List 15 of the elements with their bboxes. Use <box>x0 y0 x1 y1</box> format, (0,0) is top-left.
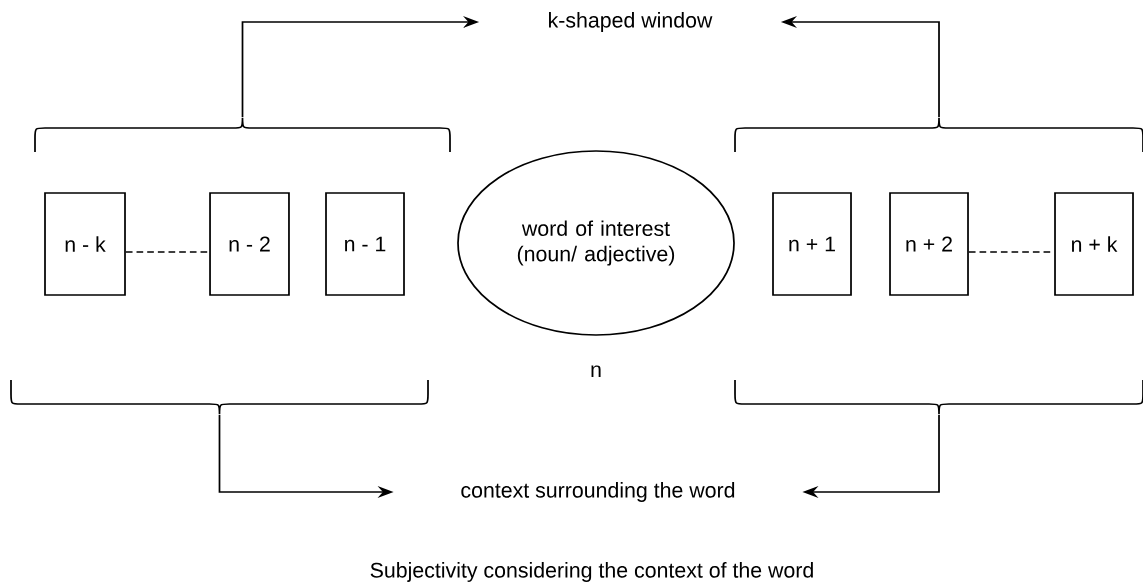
curly-brace <box>34 117 451 153</box>
beside-label: n <box>591 365 601 377</box>
label-text: k-shaped window <box>549 12 713 32</box>
curly-brace <box>734 117 1143 153</box>
word-box: n + k <box>1054 192 1134 296</box>
curly-brace <box>734 379 1143 415</box>
word-box: n - 2 <box>209 192 290 296</box>
caption: Subjectivity considering the context of the word <box>370 562 813 582</box>
word-box: n + 1 <box>772 192 852 296</box>
label-text: context surrounding the word <box>461 482 735 502</box>
word-box: n - 1 <box>325 192 405 296</box>
word-box: n + 2 <box>889 192 969 296</box>
curly-brace <box>10 379 429 415</box>
word-box: n - k <box>44 192 126 296</box>
dashed-line <box>125 251 210 253</box>
